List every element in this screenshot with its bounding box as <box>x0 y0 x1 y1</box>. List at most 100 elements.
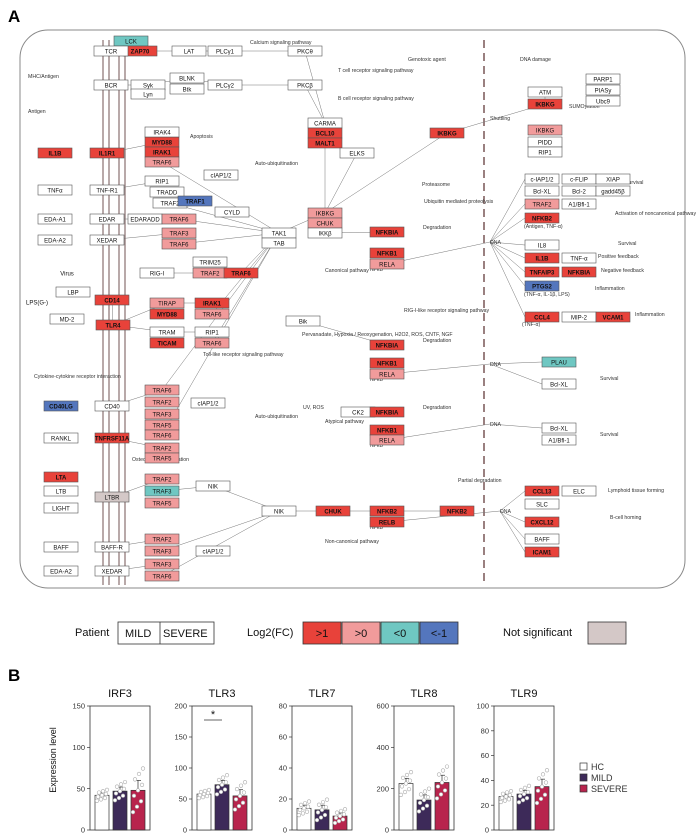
gene-node-chuk_nc: CHUK <box>315 505 351 517</box>
gene-node-ccl4: CCL4 <box>524 311 560 323</box>
gene-label: TRADD <box>157 190 178 196</box>
gene-label: PLCγ2 <box>216 83 235 89</box>
gene-node-nfkbia_1: NFKBIA <box>369 226 405 238</box>
pathway-label-degr1: Degradation <box>423 225 451 231</box>
gene-box <box>43 485 79 497</box>
gene-node-traf5_3: TRAF5 <box>144 497 180 509</box>
gene-label: NFKB1 <box>377 251 398 257</box>
data-point <box>324 797 330 802</box>
gene-label: RIP1 <box>205 330 219 336</box>
gene-label: gadd45β <box>601 189 625 195</box>
gene-node-xiap: XIAP <box>595 173 631 185</box>
gene-node-cd14: CD14 <box>94 294 130 306</box>
y-tick-label: 0 <box>485 826 489 835</box>
gene-label: Bcl-XL <box>533 189 551 195</box>
transcription-edge <box>489 241 526 273</box>
gene-node-baff: BAFF <box>43 541 79 553</box>
gene-node-nfkb1_3: NFKB1 <box>369 424 405 436</box>
gene-node-ccl13: CCL13 <box>524 485 560 497</box>
gene-node-ikbkg_n: IKBKG <box>527 98 563 110</box>
gene-label: LAT <box>184 49 195 55</box>
pathway-label-nfkb_b: NFκB <box>370 377 384 383</box>
chart-title: TLR9 <box>511 688 538 700</box>
gene-label: TRAF1 <box>185 199 205 205</box>
gene-node-nfkbia_r: NFKBIA <box>561 266 597 278</box>
gene-label: NFKBIA <box>376 410 399 416</box>
data-point <box>438 792 444 797</box>
data-point <box>341 812 347 817</box>
gene-box <box>527 98 563 110</box>
pathway-label-antigen: Antigen <box>28 109 46 115</box>
pathway-edge <box>386 510 501 523</box>
data-point <box>242 780 248 785</box>
gene-label: NFKB1 <box>377 361 398 367</box>
gene-node-elks: ELKS <box>339 147 375 159</box>
pathway-label-bcrpath: B cell receptor signaling pathway <box>338 96 414 102</box>
gene-box <box>161 238 197 250</box>
data-point <box>120 793 126 798</box>
data-point <box>424 803 430 808</box>
gene-node-lyn: Lyn <box>130 88 166 100</box>
gene-node-ikk: IKKβ <box>307 227 343 239</box>
gene-box <box>43 471 79 483</box>
pathway-label-degr3: Degradation <box>423 405 451 411</box>
gene-label: TRAF2 <box>160 201 180 207</box>
data-point <box>333 815 339 820</box>
pathway-frame <box>19 29 686 589</box>
gene-node-lps: LPS(G-) <box>26 300 48 306</box>
data-point <box>134 804 140 809</box>
y-tick-label: 100 <box>476 702 489 711</box>
gene-box <box>149 326 185 338</box>
gene-box <box>144 570 180 582</box>
gene-node-tab: TAB <box>261 237 297 249</box>
gene-box <box>94 432 130 444</box>
gene-label: Lyn <box>143 92 152 98</box>
data-point <box>408 770 414 775</box>
gene-node-pkcth: PKCθ <box>287 45 323 57</box>
gene-box <box>261 505 297 517</box>
gene-node-traf6_7: TRAF6 <box>144 384 180 396</box>
gene-label: cIAP1/2 <box>197 401 219 407</box>
gene-box <box>287 45 323 57</box>
gene-label: TICAM <box>158 341 177 347</box>
legend-swatch <box>341 621 381 645</box>
data-point <box>132 777 138 782</box>
gene-label: MALT1 <box>315 141 335 147</box>
data-point <box>398 792 404 797</box>
gene-node-tram: TRAM <box>149 326 185 338</box>
data-point <box>500 791 506 796</box>
data-point <box>198 789 204 795</box>
y-tick-label: 80 <box>279 702 287 711</box>
gene-label: PARP1 <box>593 77 613 83</box>
legend-swatch <box>302 621 342 645</box>
data-point <box>234 786 240 792</box>
gene-node-irak1_1: IRAK1 <box>144 146 180 158</box>
gene-node-traf2_r: TRAF2 <box>524 198 560 210</box>
gene-box <box>524 546 560 558</box>
data-point <box>103 791 109 797</box>
pathway-label-nfkb_d: NFκB <box>370 525 384 531</box>
data-point <box>223 780 229 785</box>
gene-box <box>315 505 351 517</box>
gene-box <box>524 485 560 497</box>
gene-node-traf5_2: TRAF5 <box>144 452 180 464</box>
gene-node-traf2_6: TRAF2 <box>144 533 180 545</box>
gene-box <box>95 319 131 331</box>
legend-label-severe: SEVERE <box>591 784 628 794</box>
gene-box <box>93 45 129 57</box>
gene-label: EDA-A1 <box>44 217 66 223</box>
gene-box <box>144 396 180 408</box>
pathway-label-survival3: Survival <box>600 376 618 382</box>
gene-label: TRAF6 <box>202 312 222 318</box>
gene-box <box>89 213 125 225</box>
gene-node-traf3_4: TRAF3 <box>144 545 180 557</box>
gene-label: NFKB2 <box>377 509 398 515</box>
gene-label: BLNK <box>179 76 195 82</box>
gene-node-bik: Bik <box>285 315 321 327</box>
gene-label: LTB <box>56 489 67 495</box>
pathway-label-antigen_tnfa: (Antigen, TNF-α) <box>524 224 563 230</box>
